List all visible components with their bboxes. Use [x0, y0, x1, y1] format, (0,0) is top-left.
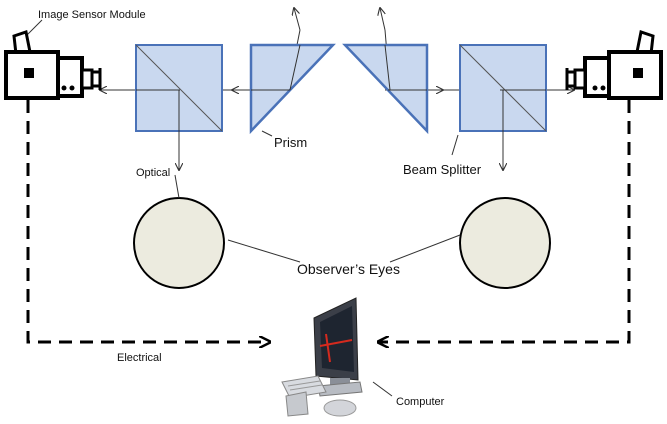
prism-right: [342, 43, 429, 135]
camera-icon: [565, 30, 663, 100]
ray-in-left: [294, 8, 301, 31]
leader-eyes-right: [389, 234, 461, 263]
eye-left: [133, 197, 225, 289]
beam-splitter-right-diagonal: [459, 44, 547, 132]
label-computer: Computer: [396, 396, 445, 408]
leader-beam-splitter: [451, 134, 459, 156]
label-prism: Prism: [274, 135, 308, 150]
label-image-sensor-module: Image Sensor Module: [38, 9, 146, 21]
label-observers-eyes: Observer’s Eyes: [297, 261, 400, 277]
leader-computer: [372, 381, 393, 397]
beam-splitter-left-diagonal: [135, 44, 223, 132]
computer-icon: [281, 297, 363, 417]
label-electrical: Electrical: [117, 352, 162, 364]
camera-icon: [4, 30, 102, 100]
prism-left: [249, 43, 336, 135]
leader-eyes-left: [227, 239, 301, 263]
leader-prism: [261, 130, 273, 137]
electrical-path-left: [26, 100, 270, 342]
leader-optical: [174, 174, 180, 199]
eye-right: [459, 197, 551, 289]
electrical-path-right: [378, 100, 631, 342]
label-beam-splitter: Beam Splitter: [403, 162, 482, 177]
label-optical: Optical: [136, 167, 171, 179]
ray-in-right: [380, 8, 385, 31]
